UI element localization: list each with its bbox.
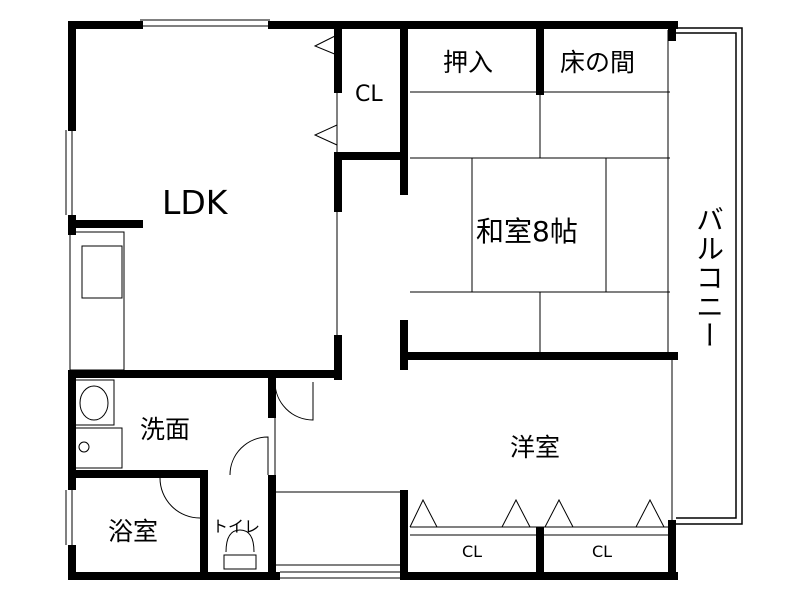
room-label-oshiire: 押入 (443, 48, 494, 77)
room-label-yoshitsu: 洋室 (510, 433, 561, 462)
room-label-yokushitsu: 浴室 (108, 517, 159, 546)
walls (68, 21, 678, 580)
room-label-ldk: LDK (162, 183, 228, 222)
room-label-closet-bottom-left: CL (462, 542, 483, 561)
room-label-balcony: バルコニー (692, 205, 725, 350)
room-label-senmen: 洗面 (140, 415, 191, 444)
door-symbols (159, 34, 665, 528)
room-label-washitsu: 和室8帖 (476, 215, 578, 248)
room-label-tokonoma: 床の間 (560, 48, 636, 77)
room-label-closet-top: CL (355, 82, 383, 107)
balcony-outline (672, 27, 743, 525)
room-label-closet-bottom-right: CL (592, 542, 613, 561)
room-label-toilet: トイレ (212, 517, 261, 536)
